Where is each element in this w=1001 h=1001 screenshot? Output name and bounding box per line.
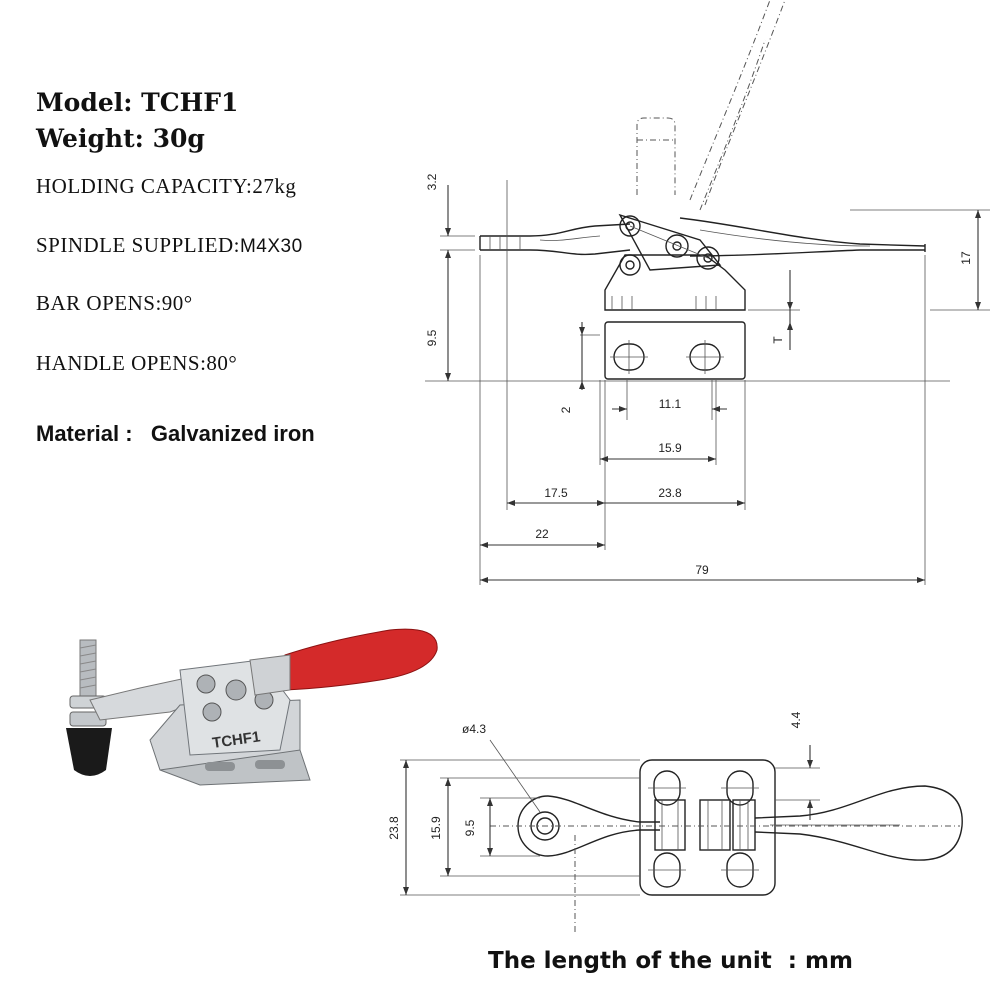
unit-footer: The length of the unit : mm (488, 948, 853, 974)
dim-15-9: 15.9 (658, 441, 682, 455)
weight-label: Weight: 30g (36, 124, 205, 153)
product-label: TCHF1 (211, 728, 261, 752)
material-label: Material : Galvanized iron (36, 421, 315, 446)
holding-capacity-label: HOLDING CAPACITY:27kg (36, 174, 297, 198)
bar-opens-label: BAR OPENS:90° (36, 291, 193, 315)
dim-T: T (771, 336, 785, 344)
spindle-label-text: SPINDLE SUPPLIED: (36, 233, 240, 257)
dim-3-2: 3.2 (425, 173, 439, 190)
model-label: Model: TCHF1 (36, 88, 239, 117)
dim-22: 22 (535, 527, 549, 541)
dim-15-9-top: 15.9 (429, 816, 443, 840)
rubber-tip-icon (66, 728, 112, 776)
dim-17: 17 (959, 251, 973, 265)
dim-23-8: 23.8 (658, 486, 682, 500)
dim-9-5: 9.5 (425, 329, 439, 346)
dim-79: 79 (695, 563, 709, 577)
dim-17-5: 17.5 (544, 486, 568, 500)
dim-4-4: 4.4 (789, 711, 803, 728)
spindle-value: M4X30 (239, 236, 303, 257)
product-photo: TCHF1 (66, 628, 438, 786)
dim-23-8-top: 23.8 (387, 816, 401, 840)
top-view-drawing: ø4.3 4.4 23.8 15.9 9.5 (387, 711, 963, 935)
side-view-drawing: 3.2 17 9.5 T 2 11.1 15.9 17.5 23.8 22 79 (425, 0, 990, 585)
dim-9-5-top: 9.5 (463, 819, 477, 836)
dim-11-1: 11.1 (659, 397, 682, 411)
handle-opens-label: HANDLE OPENS:80° (36, 351, 238, 375)
spindle-label: SPINDLE SUPPLIED:M4X30 (36, 233, 303, 258)
red-handle-icon (284, 628, 438, 691)
dim-hole-diameter: ø4.3 (462, 722, 486, 736)
dim-2: 2 (559, 406, 573, 413)
